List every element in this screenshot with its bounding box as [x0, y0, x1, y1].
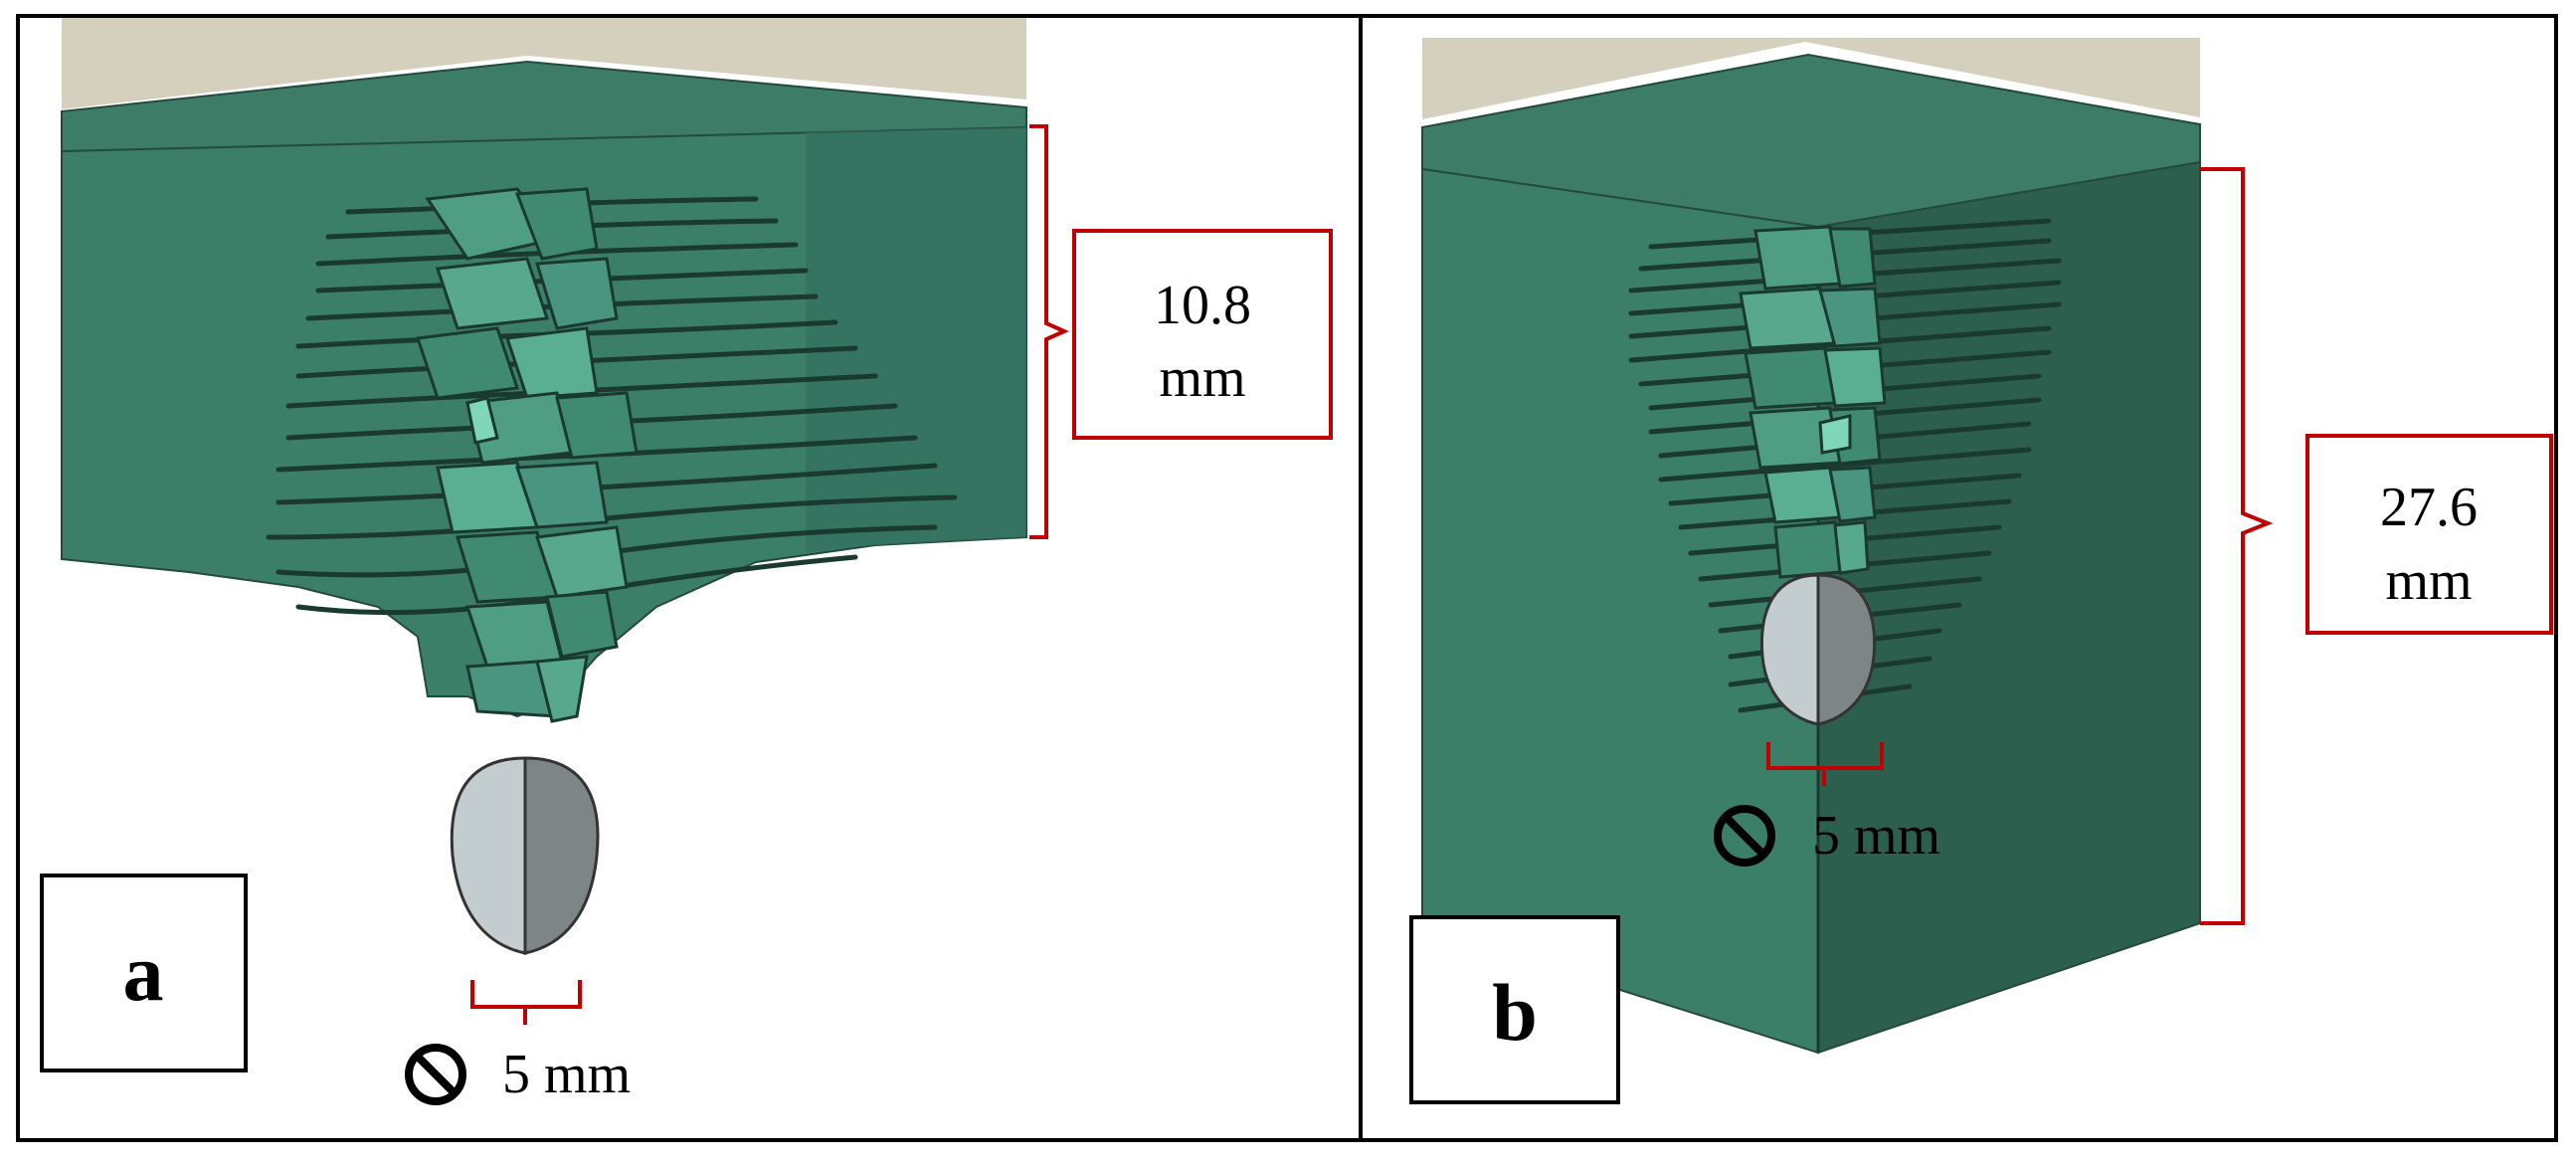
diameter-symbol-a: [405, 1044, 466, 1105]
depth-box-b: [2305, 434, 2553, 635]
diameter-label-b: 5 mm: [1812, 805, 1940, 867]
depth-value-a: 10.8: [1154, 275, 1251, 336]
diameter-bracket-b: [1766, 742, 1884, 786]
depth-value-b: 27.6: [2380, 477, 2478, 538]
diameter-label-a: 5 mm: [502, 1044, 631, 1105]
panel-label-b: b: [1492, 967, 1538, 1058]
projectile-b: [1759, 573, 1877, 726]
depth-unit-b: mm: [2385, 550, 2472, 612]
panel-a: 5 mm 10.8 mm a: [40, 18, 1333, 1105]
panel-label-box-a: [40, 874, 248, 1072]
target-a-top: [61, 60, 1027, 156]
fragment-cluster-a: [415, 187, 639, 723]
diameter-bracket-a: [470, 980, 582, 1025]
fragment-cluster-b: [1739, 225, 1887, 579]
depth-bracket-a: [1029, 124, 1069, 539]
projectile-a: [450, 756, 600, 955]
panel-b: 5 mm 27.6 mm b: [1409, 38, 2553, 1104]
depth-unit-a: mm: [1159, 347, 1245, 409]
target-b-back: [1422, 38, 2200, 119]
panel-label-box-b: [1409, 915, 1620, 1104]
depth-bracket-b: [2200, 167, 2274, 925]
target-a-back: [62, 18, 1026, 109]
depth-box-a: [1072, 229, 1333, 440]
diameter-symbol-b: [1714, 805, 1775, 867]
target-a-shade: [806, 127, 1026, 552]
panel-label-a: a: [123, 927, 164, 1018]
